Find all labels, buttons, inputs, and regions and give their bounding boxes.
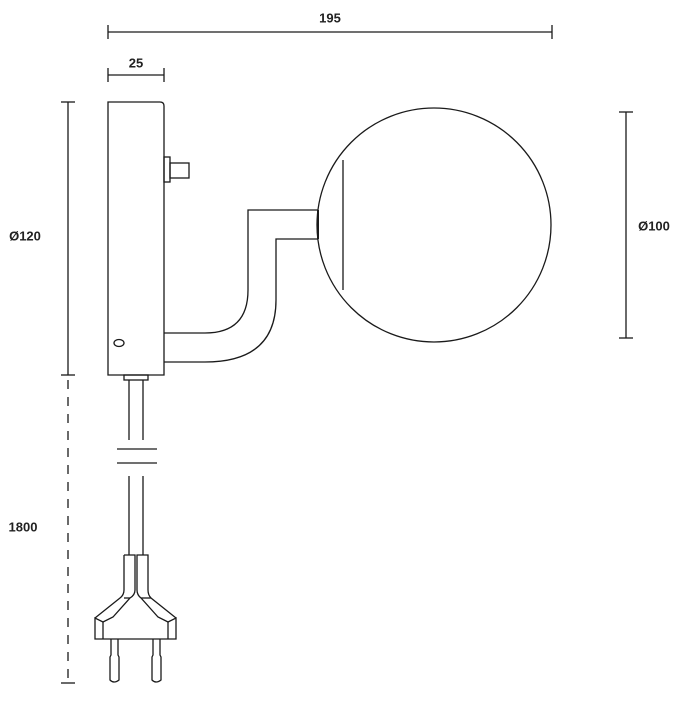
dimension-globe — [619, 111, 633, 339]
wall-base — [107, 101, 165, 376]
base-diameter-label: Ø120 — [9, 228, 41, 244]
plug-prong-right — [151, 639, 162, 683]
plug — [94, 554, 177, 683]
width-label: 195 — [319, 10, 341, 26]
globe — [316, 107, 552, 343]
cable — [117, 380, 157, 555]
plug-prong-left — [109, 639, 120, 683]
arm-inner — [164, 238, 318, 363]
depth-label: 25 — [128, 55, 144, 71]
dimension-base-height — [61, 101, 75, 376]
arm-outer — [164, 209, 318, 334]
dimension-cable-length — [61, 380, 75, 684]
cable-length-label: 1800 — [8, 519, 38, 535]
cable-socket — [123, 374, 149, 381]
globe-diameter-label: Ø100 — [638, 218, 670, 234]
switch-knob — [163, 156, 190, 183]
dimension-width — [107, 25, 553, 39]
dimension-depth — [107, 68, 165, 82]
screw-hole — [113, 338, 125, 348]
